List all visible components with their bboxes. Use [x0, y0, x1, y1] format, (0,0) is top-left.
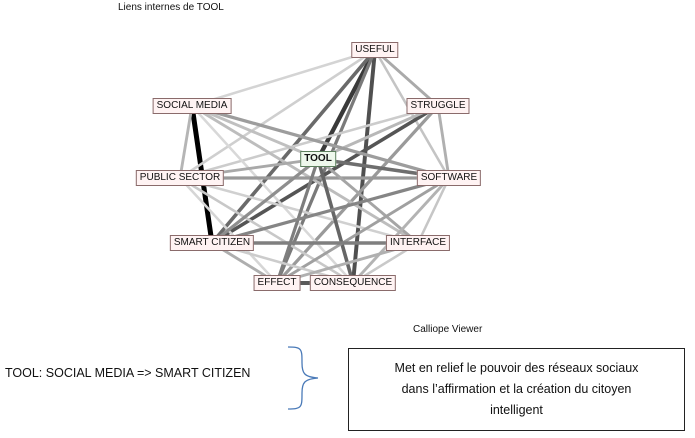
- edge-struggle-tool: [316, 104, 440, 161]
- node-public-sector[interactable]: PUBLIC SECTOR: [135, 170, 225, 186]
- description-line: intelligent: [490, 403, 543, 417]
- edge-public-sector-consequence: [178, 176, 355, 285]
- edge-tool-smart-citizen: [210, 157, 320, 245]
- edge-useful-public-sector: [178, 48, 377, 180]
- description-line: Met en relief le pouvoir des réseaux soc…: [394, 361, 639, 375]
- node-effect[interactable]: EFFECT: [253, 275, 301, 291]
- viewer-label: Calliope Viewer: [413, 324, 483, 335]
- node-tool[interactable]: TOOL: [300, 151, 336, 167]
- node-interface[interactable]: INTERFACE: [385, 235, 451, 251]
- edge-struggle-effect: [275, 104, 440, 285]
- association-rule: TOOL: SOCIAL MEDIA => SMART CITIZEN: [5, 366, 251, 380]
- edge-struggle-smart-citizen: [210, 104, 440, 245]
- description-line: dans l’affirmation et la création du cit…: [401, 382, 632, 396]
- graph-title: Liens internes de TOOL: [118, 2, 224, 13]
- description-box: Met en relief le pouvoir des réseaux soc…: [348, 348, 685, 431]
- node-smart-citizen[interactable]: SMART CITIZEN: [169, 235, 255, 251]
- node-consequence[interactable]: CONSEQUENCE: [309, 275, 397, 291]
- edge-social-media-public-sector: [178, 104, 194, 180]
- edge-public-sector-interface: [178, 176, 420, 245]
- node-useful[interactable]: USEFUL: [351, 42, 399, 58]
- edge-social-media-software: [190, 104, 451, 180]
- brace-connector: [287, 346, 319, 410]
- edge-struggle-software: [436, 104, 451, 180]
- edge-social-media-interface: [190, 104, 420, 245]
- node-software[interactable]: SOFTWARE: [416, 170, 482, 186]
- edge-software-consequence: [351, 176, 451, 285]
- edge-struggle-public-sector: [178, 104, 440, 180]
- edge-social-media-tool: [190, 104, 320, 161]
- node-social-media[interactable]: SOCIAL MEDIA: [152, 98, 232, 114]
- network-graph: [178, 47, 451, 285]
- edge-software-smart-citizen: [210, 176, 451, 245]
- node-struggle[interactable]: STRUGGLE: [406, 98, 470, 114]
- edge-useful-social-media: [190, 48, 377, 108]
- edge-useful-tool: [315, 47, 378, 162]
- edge-software-interface: [416, 176, 451, 245]
- edge-useful-struggle: [373, 48, 440, 108]
- edge-software-effect: [275, 176, 451, 285]
